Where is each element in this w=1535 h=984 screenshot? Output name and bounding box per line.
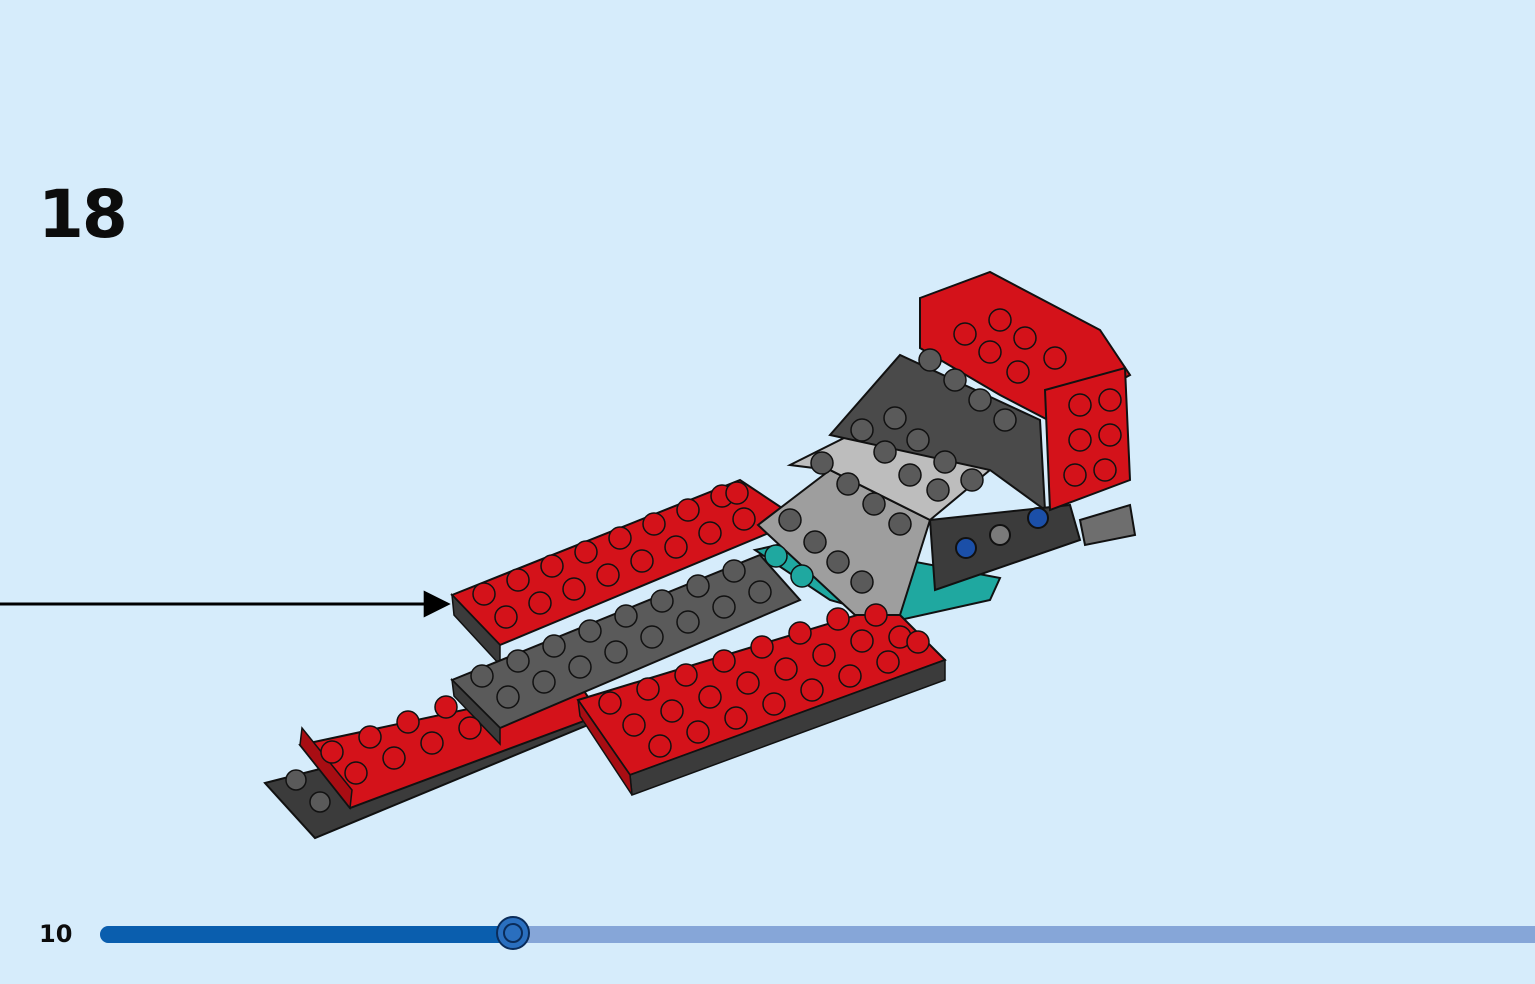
build-illustration	[0, 270, 1137, 840]
page-number: 10	[39, 920, 73, 948]
progress-fill	[100, 926, 514, 943]
progress-handle-icon[interactable]	[496, 916, 531, 950]
studs-red	[320, 308, 1122, 785]
studs-gray	[285, 348, 1017, 813]
step-number: 18	[38, 176, 128, 253]
cabin-dark-gray	[828, 353, 1137, 592]
studs-teal	[764, 544, 814, 588]
progress-bar[interactable]	[100, 916, 1535, 950]
